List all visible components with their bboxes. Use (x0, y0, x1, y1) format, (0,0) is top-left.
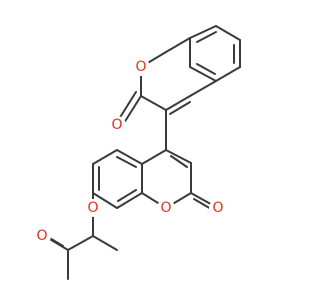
atom-carbonyl-oxygen-top: O (108, 116, 126, 134)
svg-text:O: O (87, 200, 98, 216)
svg-text:O: O (212, 200, 223, 216)
atom-ether-oxygen: O (84, 199, 102, 217)
molecule-canvas: O O O O O O (33, 25, 241, 280)
atom-carbonyl-oxygen-bottom: O (209, 199, 227, 217)
svg-text:O: O (160, 200, 171, 216)
top-benzene-ring (189, 25, 241, 82)
molecule-structure: O O O O O O (33, 25, 241, 280)
atom-ring-oxygen-top: O (132, 58, 150, 76)
bottom-benzene-ring (92, 149, 143, 209)
top-pyranone-ring (118, 37, 217, 124)
atom-ketone-oxygen: O (33, 227, 51, 245)
svg-text:O: O (36, 228, 47, 244)
svg-text:O: O (135, 59, 146, 75)
svg-text:O: O (111, 117, 122, 133)
bottom-pyranone-ring (141, 149, 219, 214)
side-chain (42, 192, 118, 280)
atom-ring-oxygen-bottom: O (157, 199, 175, 217)
